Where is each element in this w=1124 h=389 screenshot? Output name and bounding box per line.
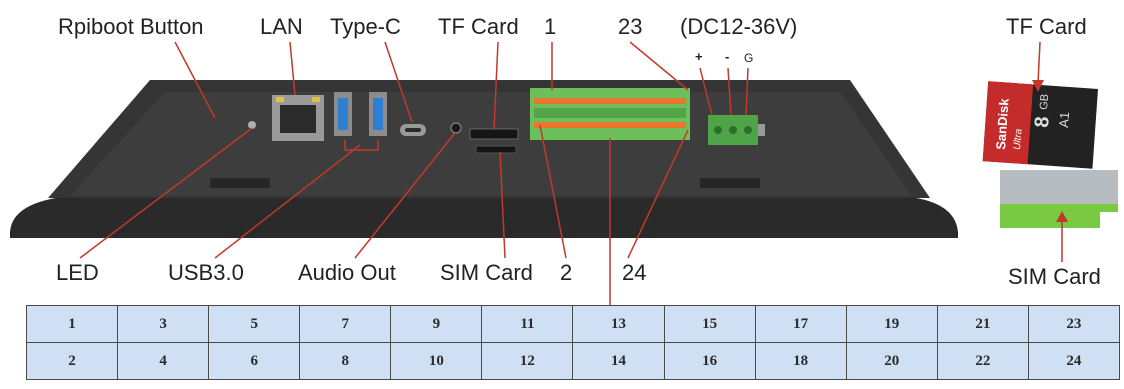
pin-cell: 6	[208, 342, 301, 380]
lan-led-left	[276, 97, 284, 102]
label-tf-card: TF Card	[438, 14, 519, 39]
label-pin-2: 2	[560, 260, 573, 285]
pin-row-odd: 1 3 5 7 9 11 13 15 17 19 21 23	[25, 305, 1121, 343]
tf-card-red-band	[982, 81, 1034, 165]
pin-cell: 4	[117, 342, 210, 380]
pin-table: 1 3 5 7 9 11 13 15 17 19 21 23 2 4 6 8 1…	[25, 305, 1121, 380]
label-led: LED	[56, 260, 99, 285]
sd-capacity-text: 8	[1031, 116, 1054, 129]
label-lan: LAN	[260, 14, 303, 39]
sd-unit-text: GB	[1038, 94, 1051, 111]
pin-cell: 13	[572, 305, 665, 343]
pin-cell: 17	[754, 305, 847, 343]
label-audio-out: Audio Out	[298, 260, 396, 285]
pin-cell: 8	[299, 342, 392, 380]
pin-row-even: 2 4 6 8 10 12 14 16 18 20 22 24	[25, 342, 1121, 380]
pin-cell: 12	[481, 342, 574, 380]
sd-speed-text: A1	[1056, 111, 1072, 128]
pin-cell: 5	[208, 305, 301, 343]
pin-cell: 22	[936, 342, 1029, 380]
callout-lines	[79, 41, 1063, 305]
pin-cell: 3	[117, 305, 210, 343]
label-tf-card-right: TF Card	[1006, 14, 1087, 39]
label-type-c: Type-C	[330, 14, 401, 39]
usb-port-2-insert	[373, 98, 383, 130]
vent-slot-left	[210, 178, 270, 188]
pin-cell: 11	[481, 305, 574, 343]
pin-cell: 7	[299, 305, 392, 343]
sd-brand-text: SanDisk	[993, 97, 1012, 150]
pin-cell: 2	[25, 342, 119, 380]
tf-card-slot	[469, 128, 519, 140]
lan-socket	[280, 105, 316, 133]
pin-cell: 10	[390, 342, 483, 380]
pin-cell: 19	[845, 305, 938, 343]
label-pin-1: 1	[544, 14, 557, 39]
vent-slot-right	[700, 178, 760, 188]
terminal-block-contacts	[534, 98, 686, 128]
sd-line-text: Ultra	[1012, 128, 1024, 150]
label-sim-card-right: SIM Card	[1008, 264, 1101, 289]
audio-jack	[450, 122, 462, 134]
lan-led-right	[312, 97, 320, 102]
pin-cell: 14	[572, 342, 665, 380]
device-face	[70, 92, 912, 196]
usb-port-1-insert	[338, 98, 348, 130]
label-power-plus: +	[695, 49, 703, 64]
label-sim-card: SIM Card	[440, 260, 533, 285]
tf-arrow-head	[1032, 80, 1044, 92]
pin-cell: 1	[25, 305, 119, 343]
sim-card-tray	[1000, 202, 1118, 228]
device-base	[10, 196, 958, 238]
label-power-range: (DC12-36V)	[680, 14, 798, 39]
label-pin-24: 24	[622, 260, 647, 285]
pin-cell: 23	[1027, 305, 1121, 343]
label-rpiboot-button: Rpiboot Button	[58, 14, 204, 39]
sim-card-slot	[475, 145, 517, 154]
sim-card-metal	[1000, 170, 1118, 204]
pin-cell: 9	[390, 305, 483, 343]
pin-cell: 20	[845, 342, 938, 380]
led-indicator	[248, 121, 256, 129]
typec-socket	[405, 128, 421, 132]
label-power-ground: G	[744, 51, 754, 65]
label-pin-23: 23	[618, 14, 643, 39]
pin-cell: 24	[1027, 342, 1121, 380]
label-power-minus: -	[725, 49, 730, 64]
sim-arrow-head	[1056, 211, 1068, 222]
pin-cell: 16	[663, 342, 756, 380]
tf-card	[982, 81, 1099, 169]
pin-cell: 18	[754, 342, 847, 380]
label-usb3: USB3.0	[168, 260, 244, 285]
pin-cell: 21	[936, 305, 1029, 343]
pin-cell: 15	[663, 305, 756, 343]
